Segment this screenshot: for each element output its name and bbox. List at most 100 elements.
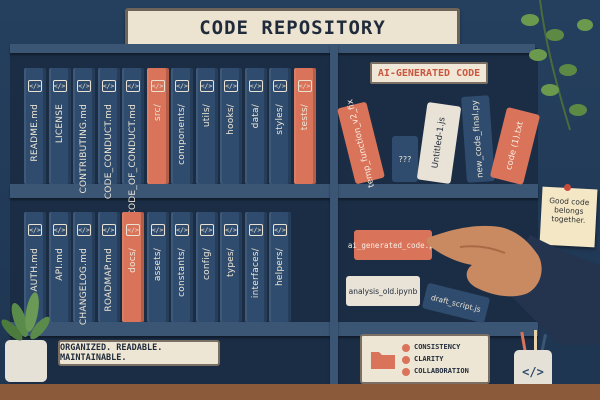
pencil-cup-icon: </> <box>514 330 552 390</box>
book-spine-label: hooks/ <box>226 104 236 135</box>
book-spine-label: LICENSE <box>54 104 65 144</box>
code-badge-icon: </> <box>273 224 287 236</box>
book-spine-label: interfaces/ <box>250 248 261 299</box>
messy-book-label: ??? <box>398 154 412 164</box>
book-spine-label: assets/ <box>152 248 163 282</box>
right-bottom-shelf <box>338 322 538 336</box>
code-badge-icon: </> <box>150 80 165 92</box>
book-api-md[interactable]: </> API.md <box>48 212 71 322</box>
messy-book-analysis-old[interactable]: analysis_old.ipynb <box>346 276 420 306</box>
book-spine-label: CODE_CONDUCT.md <box>103 104 114 200</box>
code-badge-icon: </> <box>199 224 214 236</box>
code-badge-icon: </> <box>126 224 140 236</box>
book-data[interactable]: </> data/ <box>244 68 267 184</box>
code-badge-icon: </> <box>52 80 67 92</box>
right-middle-shelf <box>338 184 538 198</box>
value-item: CLARITY <box>414 355 444 363</box>
book-spine-label: config/ <box>201 248 212 280</box>
messy-book-new-code-final[interactable]: new_code_final.py <box>461 95 495 183</box>
book-code-of-conduct-md[interactable]: </> CODE_OF_CONDUCT.md <box>122 68 144 217</box>
book-helpers[interactable]: </> helpers/ <box>269 212 291 322</box>
book-styles[interactable]: </> styles/ <box>269 68 291 184</box>
book-interfaces[interactable]: </> interfaces/ <box>244 212 267 322</box>
code-badge-icon: </> <box>28 224 42 236</box>
messy-book-label: analysis_old.ipynb <box>348 286 418 296</box>
book-docs[interactable]: </> docs/ <box>122 212 144 322</box>
check-icon <box>402 344 410 352</box>
book-spine-label: tests/ <box>299 104 310 131</box>
left-middle-shelf <box>10 184 330 198</box>
check-icon <box>402 368 410 376</box>
book-tests[interactable]: </> tests/ <box>293 68 316 184</box>
code-badge-icon: </> <box>28 80 42 92</box>
value-item: COLLABORATION <box>414 367 469 375</box>
code-badge-icon: </> <box>101 224 116 236</box>
book-spine-label: CODE_OF_CONDUCT.md <box>128 104 138 217</box>
plant-icon <box>1 292 50 382</box>
messy-book-label: ai_generated_code.py <box>347 240 439 250</box>
center-divider <box>330 44 338 384</box>
footer-label: ORGANIZED. READABLE. MAINTAINABLE. <box>58 340 220 366</box>
book-changelog-md[interactable]: </> CHANGELOG.md <box>73 212 95 326</box>
code-badge-icon: </> <box>52 224 67 236</box>
hanging-plant-icon <box>521 0 593 131</box>
book-being-inserted[interactable]: ai_generated_code.py <box>348 230 438 260</box>
code-badge-icon: </> <box>199 80 214 92</box>
code-badge-icon: </> <box>175 224 189 236</box>
book-spine-label: ROADMAP.md <box>103 248 114 312</box>
book-spine-label: helpers/ <box>275 248 285 287</box>
book-src[interactable]: </> src/ <box>146 68 169 184</box>
book-spine-label: constants/ <box>177 248 187 297</box>
code-badge-icon: </> <box>101 80 116 92</box>
book-hooks[interactable]: </> hooks/ <box>220 68 242 184</box>
code-badge-icon: </> <box>126 80 140 92</box>
book-assets[interactable]: </> assets/ <box>146 212 169 322</box>
book-spine-label: API.md <box>54 248 65 281</box>
book-types[interactable]: </>types/ <box>220 212 242 322</box>
book-spine-label: CONTRIBUTING.md <box>79 104 89 194</box>
code-badge-icon: </> <box>77 80 91 92</box>
book-spine-label: data/ <box>250 104 261 129</box>
code-badge-icon: </> <box>175 80 189 92</box>
values-card: CONSISTENCY CLARITY COLLABORATION <box>360 334 490 384</box>
top-board <box>10 44 535 53</box>
book-spine-label: components/ <box>177 104 187 165</box>
book-spine-label: CHANGELOG.md <box>79 248 89 326</box>
code-badge-icon: </> <box>150 224 165 236</box>
book-spine-label: docs/ <box>128 248 138 273</box>
title-sign: CODE REPOSITORY <box>125 8 460 48</box>
value-item: CONSISTENCY <box>414 343 461 351</box>
book-license[interactable]: </> LICENSE <box>48 68 71 184</box>
messy-book-label: new_code_final.py <box>470 99 486 179</box>
pin-icon <box>564 184 571 191</box>
folder-icon <box>371 352 395 369</box>
book-spine-label: src/ <box>152 104 163 121</box>
messy-book-label: Untitled-1.js <box>430 116 448 170</box>
code-badge-icon: </> <box>273 80 287 92</box>
book-constants[interactable]: </> constants/ <box>171 212 193 322</box>
book-auth-md[interactable]: </>AUTH.md <box>24 212 46 322</box>
code-badge-icon: </> <box>248 224 263 236</box>
book-readme-md[interactable]: </> README.md <box>24 68 46 184</box>
messy-book-unknown[interactable]: ??? <box>392 136 418 182</box>
book-contributing-md[interactable]: </> CONTRIBUTING.md <box>73 68 95 193</box>
desk-surface <box>0 384 600 400</box>
code-badge-icon: </> <box>224 80 238 92</box>
ai-generated-label: AI-GENERATED CODE <box>370 62 488 84</box>
hand-icon <box>426 225 600 345</box>
book-spine-label: README.md <box>30 104 40 162</box>
book-spine-label: utils/ <box>201 104 212 128</box>
code-badge-icon: </> <box>297 80 312 92</box>
code-badge-icon: </> <box>77 224 91 236</box>
code-badge-icon: </> <box>248 80 263 92</box>
check-icon <box>402 356 410 364</box>
book-utils[interactable]: </> utils/ <box>195 68 218 184</box>
book-code-conduct-md[interactable]: </> CODE_CONDUCT.md <box>97 68 120 199</box>
book-components[interactable]: </> components/ <box>171 68 193 184</box>
svg-text:</>: </> <box>522 365 544 379</box>
book-spine-label: styles/ <box>275 104 285 135</box>
book-spine-label: types/ <box>226 248 236 278</box>
book-roadmap-md[interactable]: </> ROADMAP.md <box>97 212 120 322</box>
book-config[interactable]: </> config/ <box>195 212 218 322</box>
